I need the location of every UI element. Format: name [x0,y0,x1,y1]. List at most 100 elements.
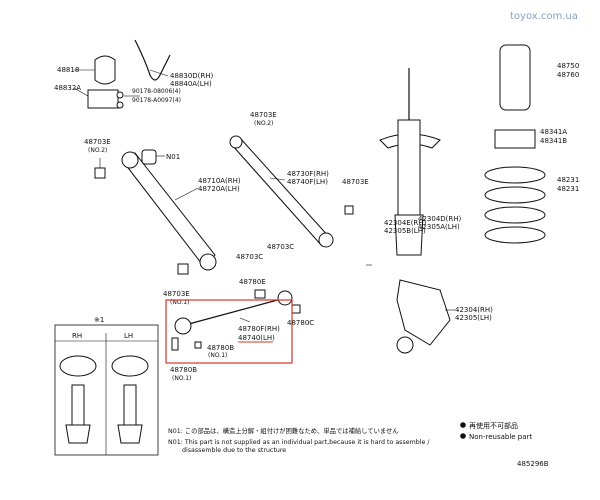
shock-absorber [366,68,441,266]
label-48740F: 48740F(LH) [287,178,328,186]
label-48730F: 48730F(RH) [287,170,329,178]
bolt-shape [171,337,179,351]
label-48703C-a: 48703C [236,253,263,261]
label-n01-top: N01 [166,153,180,161]
knuckle-shape [396,279,451,346]
note-en-2: disassemble due to the structure [182,447,286,454]
leader-line [239,317,251,323]
label-48703E-b-no: (NO.2) [254,120,273,127]
arm-bushing-shape [318,232,334,248]
stabilizer-bushing-shape [94,55,116,85]
stabilizer-bracket-shape [87,89,119,109]
bolt-48703E-left [94,158,106,179]
coil-shape [484,166,546,184]
bushing-block-shape [141,149,157,165]
label-48780C: 48780C [287,319,314,327]
label-42304D: 42304D(RH) [418,215,462,223]
leader-line [73,87,89,97]
coil-shape [484,186,546,204]
stabilizer-link-shape [134,39,171,81]
bolt-shape [116,101,124,109]
label-42304: 42304(RH) [455,306,493,314]
bump-stop-boot-shape [499,44,531,111]
label-48818: 48818 [57,66,79,74]
label-48840A: 48840A(LH) [170,80,212,88]
arm-shape [231,137,331,247]
label-48832A: 48832A [54,84,81,92]
label-48703E-c: 48703E [342,178,369,186]
rod-shape [184,297,286,326]
knuckle-boss-shape [396,336,414,354]
bolt-48780B [171,337,202,351]
inset-label-lh: LH [124,332,133,340]
label-48720A: 48720A(LH) [198,185,240,193]
bolt-head-shape [254,289,266,299]
leader-line [149,69,169,77]
label-48231-a: 48231 [557,176,579,184]
inset-mark: ※1 [94,316,104,324]
strut-lower-shape [394,214,424,256]
lh-strut-lower-shape [117,424,143,444]
leader-line [269,177,286,181]
spring-group [484,44,546,244]
highlight-box [165,299,293,364]
stabilizer-bracket-group [73,39,171,109]
arm-bushing-shape [229,135,243,149]
control-arm-48710A [121,149,217,271]
label-48740: 48740(LH) [238,334,275,342]
label-48780B-b: 48780B [170,366,197,374]
label-42305: 42305(LH) [455,314,492,322]
rod-bushing-shape [277,290,293,306]
bolt-head-shape [344,205,354,215]
label-48231-b: 48231 [557,185,579,193]
leader-line [174,187,199,201]
arm-bushing-shape [121,151,139,169]
legend-jp: 再使用不可部品 [469,421,518,430]
label-48780F: 48780F(RH) [238,325,280,333]
label-48830D: 48830D(RH) [170,72,214,80]
label-48703E-e: 48703E [163,290,190,298]
rh-strut-shape [71,384,85,426]
label-90178-08006: 90178-08006(4) [132,88,181,95]
bolt-48703E-mid [177,263,189,275]
arm-shape [121,152,216,269]
rh-strut-lower-shape [65,424,91,444]
note-en-1: N01: This part is not supplied as an ind… [168,439,430,446]
nut-shape [194,341,202,349]
arm-bushing-shape [199,253,217,271]
reusable-bullet-icon [460,433,466,439]
coil-shape [484,226,546,244]
inset-panel [54,324,159,456]
label-48703E-b: 48703E [250,111,277,119]
label-90178-A0097: 90178-A0097(4) [132,97,181,104]
watermark: toyox.com.ua [510,11,578,22]
label-48780B-no: (NO.1) [208,352,227,359]
control-arm-48730F [229,135,334,248]
label-48760: 48760 [557,71,579,79]
lh-strut-shape [123,384,137,426]
label-48703E-a: 48703E [84,138,111,146]
spring-seat-shape [494,129,536,149]
legend-en: Non-reusable part [469,433,532,441]
label-48341B: 48341B [540,137,567,145]
label-48703E-e-no: (NO.1) [170,299,189,306]
lh-mount-shape [111,355,149,377]
bolt-head-shape [177,263,189,275]
label-48710A: 48710A(RH) [198,177,241,185]
inset-label-rh: RH [72,332,82,340]
knuckle-42304 [396,279,455,354]
rod-bushing-shape [174,317,192,335]
label-48780B-b-no: (NO.1) [172,375,191,382]
label-48780B: 48780B [207,344,234,352]
label-42304E: 42304E(RH) [384,219,427,227]
diagram-code: 485296B [517,460,549,468]
note-jp: N01: この部品は、構造上分解・組付けが困難なため、単品では補給していません [168,426,399,435]
bolt-shape [116,91,124,99]
label-42305A: 42305A(LH) [418,223,460,231]
label-48750: 48750 [557,62,579,70]
label-48780E: 48780E [239,278,266,286]
strut-body-shape [397,119,421,216]
nut-shape [291,304,301,314]
coil-shape [484,206,546,224]
